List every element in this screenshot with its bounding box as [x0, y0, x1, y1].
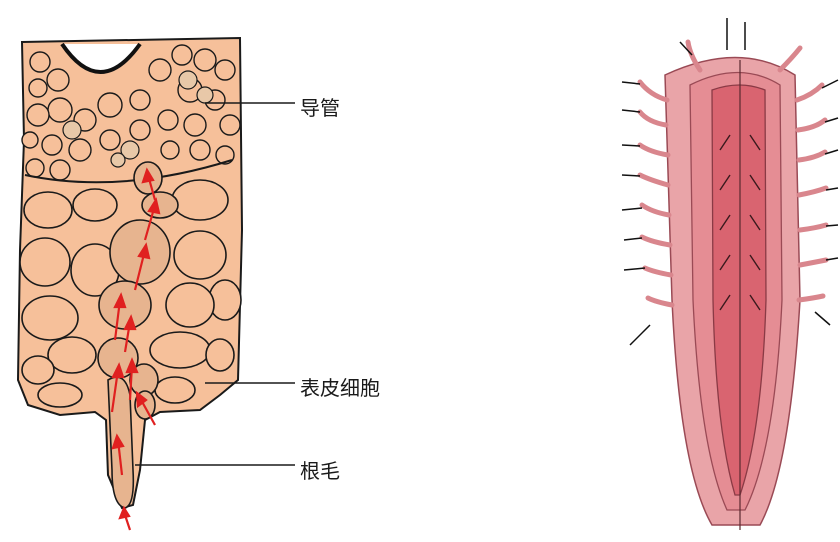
root-hair-label: 根毛 — [300, 455, 340, 484]
epidermal-cell-label: 表皮细胞 — [300, 372, 380, 401]
vessel-label: 导管 — [300, 92, 340, 121]
